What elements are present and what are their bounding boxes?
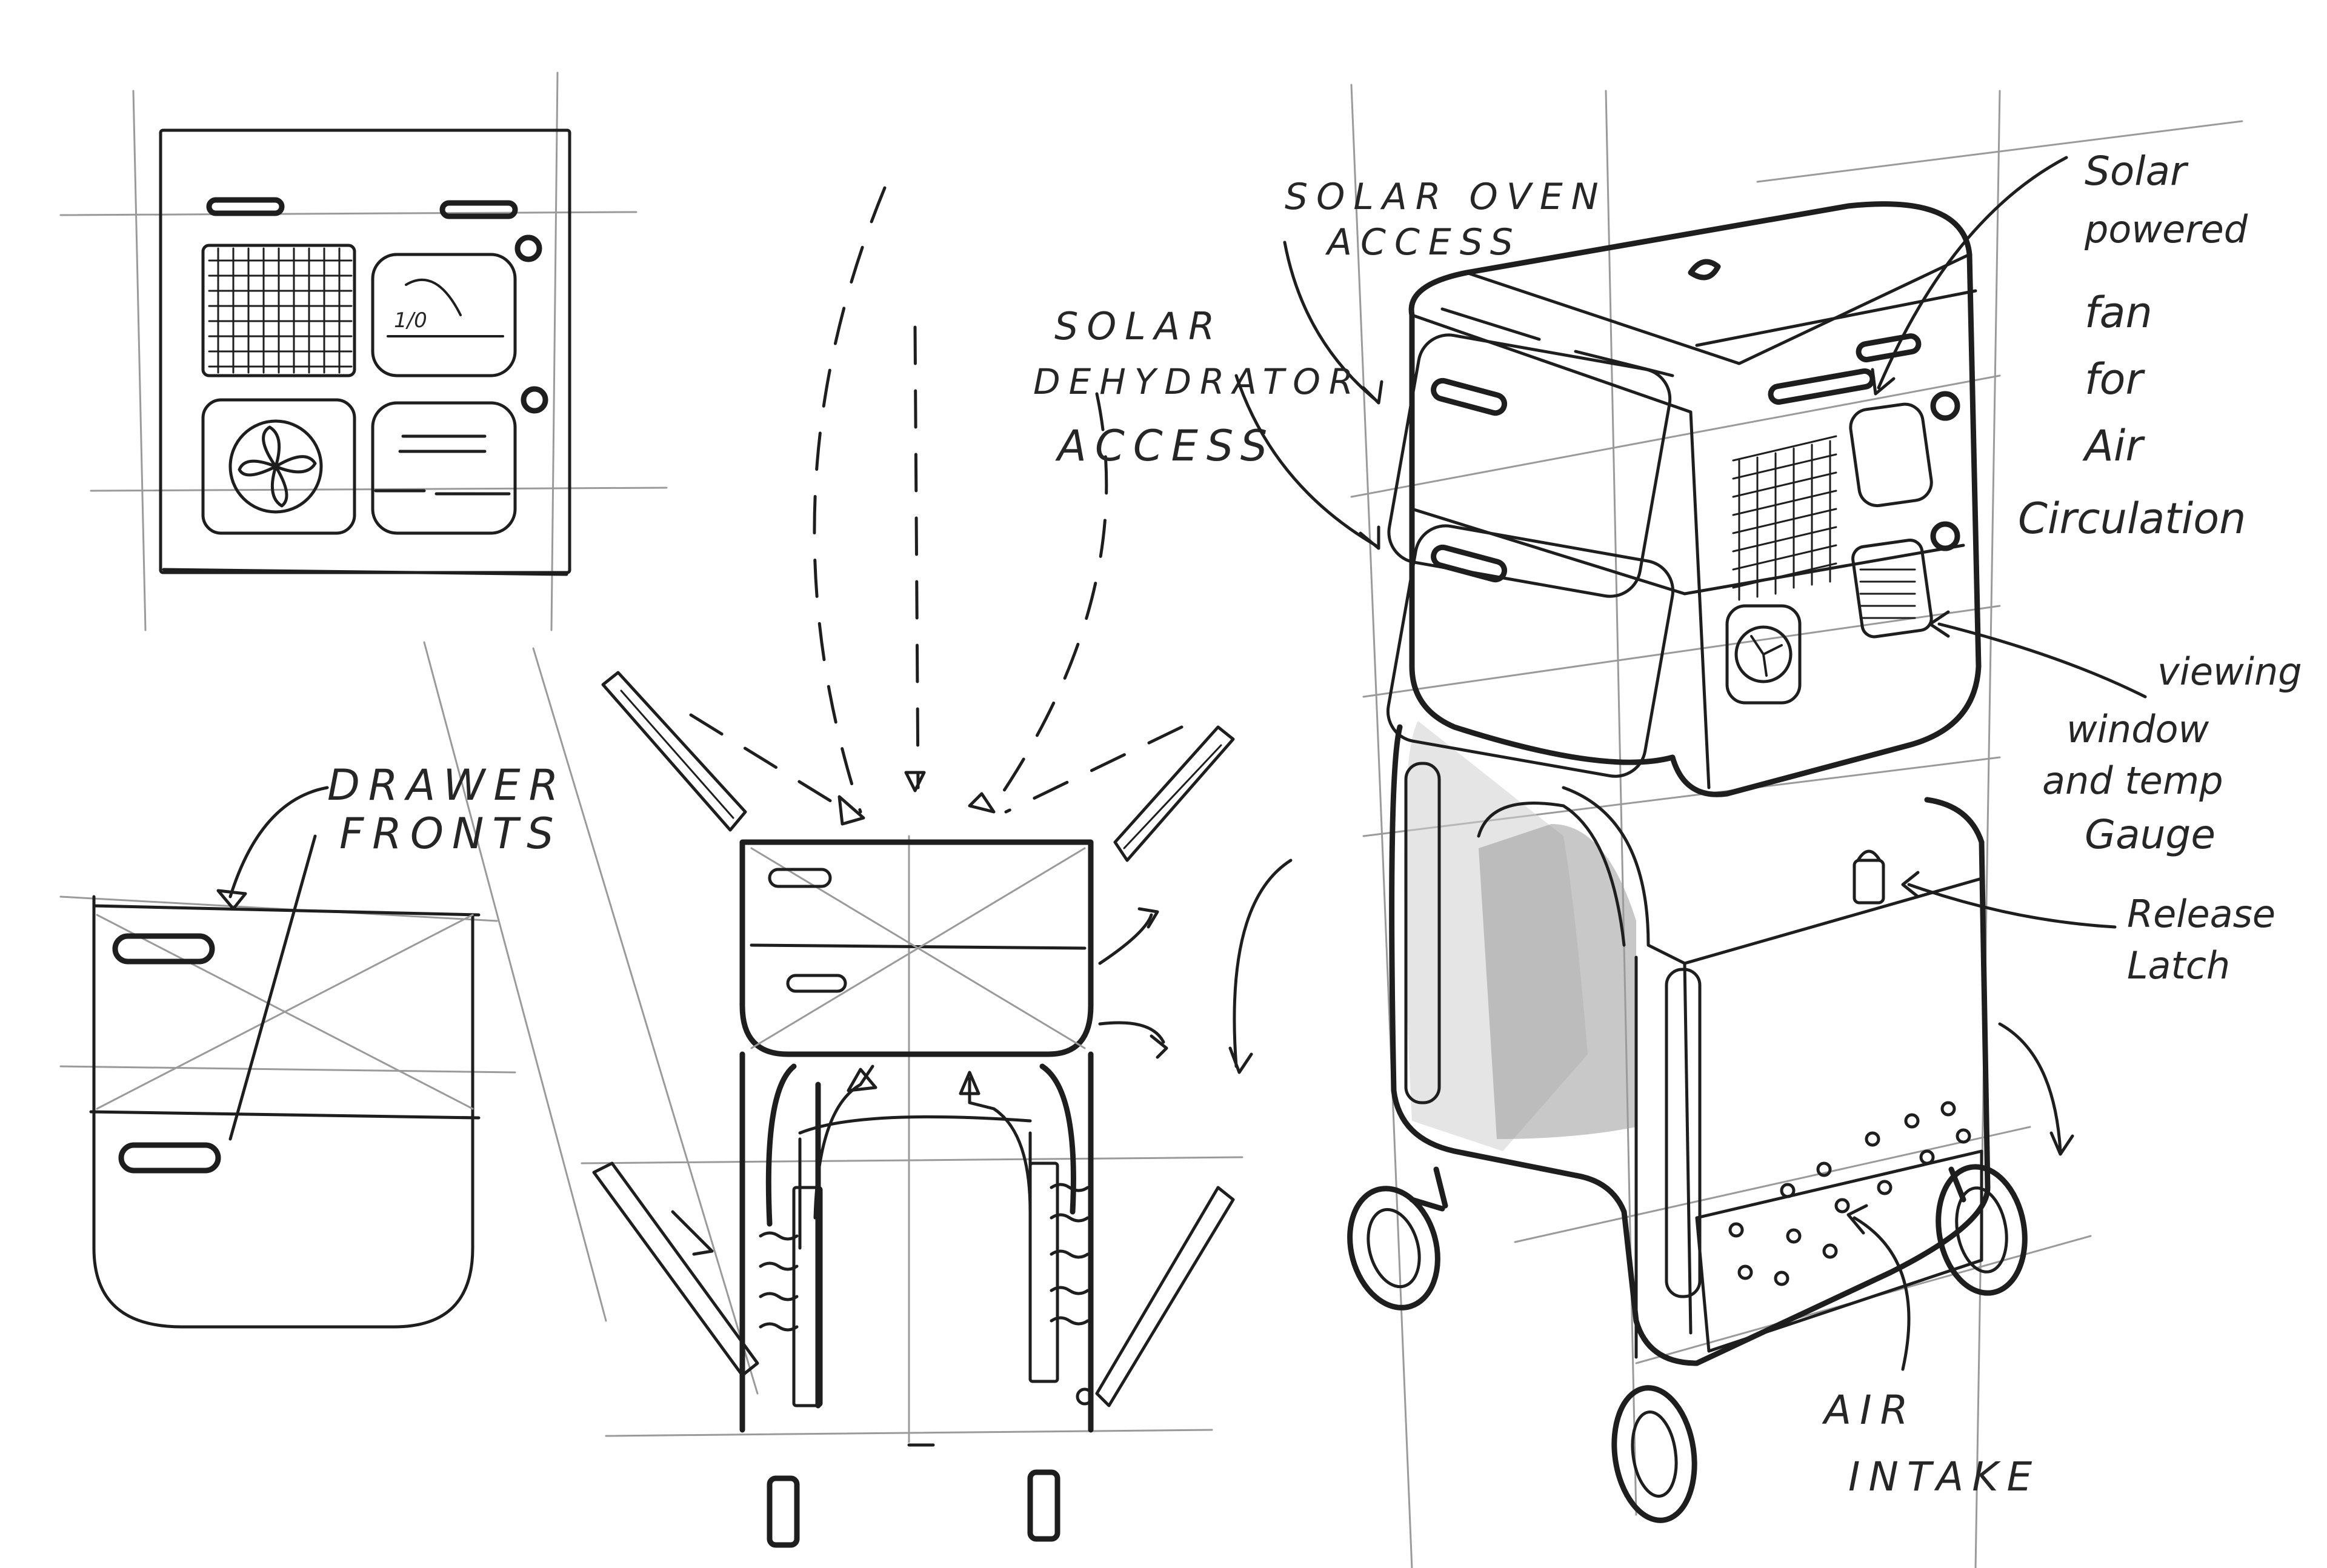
label-drawer-fronts-2: FRONTS: [339, 809, 562, 859]
side-handle: [1769, 370, 1874, 403]
drawer-fronts-view: DRAWER FRONTS: [91, 760, 567, 1327]
label-viewing-3: and temp: [2042, 759, 2223, 803]
drawer-handle-bottom: [121, 1145, 218, 1171]
label-viewing-4: Gauge: [2085, 811, 2215, 858]
label-solar-oven-1: SOLAR OVEN: [1285, 176, 1607, 218]
label-fan-1: Solar: [2085, 148, 2189, 194]
label-fan-5: Air: [2082, 421, 2145, 471]
fan-icon: [203, 400, 355, 533]
arch-shadow: [1479, 824, 1636, 1139]
wheel-icon: [1337, 1178, 1451, 1317]
latch-icon: [1854, 851, 1883, 903]
side-window: [1848, 402, 1934, 508]
label-drawer-fronts-1: DRAWER: [327, 760, 567, 810]
label-dehydrator-1: SOLAR: [1054, 304, 1223, 348]
knob-icon: [518, 238, 539, 259]
gauge-mark: 1/0: [394, 308, 427, 333]
dehydrator-mesh-window: [203, 245, 355, 376]
annotation-release-latch: Release Latch: [1903, 872, 2275, 988]
drawer-panel: [373, 403, 515, 533]
base-leg-front: [1666, 969, 1700, 1297]
knob-icon: [1933, 394, 1957, 418]
gauge-window: 1/0: [373, 254, 515, 376]
label-latch-2: Latch: [2127, 943, 2230, 988]
label-viewing-2: window: [2066, 707, 2209, 751]
front-panel-view: 1/0: [161, 130, 570, 574]
label-intake-1: AIR: [1822, 1387, 1916, 1433]
top-handle-left: [209, 200, 282, 213]
side-fan-icon: [1727, 606, 1800, 703]
wheel-icon: [1606, 1383, 1702, 1526]
knob-icon: [1933, 524, 1957, 548]
label-fan-3: fan: [2085, 288, 2152, 337]
perspective-unit: [1337, 204, 2072, 1526]
label-fan-2: powered: [2084, 207, 2248, 251]
label-fan-4: for: [2085, 354, 2145, 404]
label-viewing-1: viewing: [2157, 649, 2302, 694]
upper-drawer: [1384, 330, 1675, 601]
annotation-solar-dehydrator: SOLAR DEHYDRATOR ACCESS: [1033, 304, 1379, 548]
knob-icon: [524, 389, 545, 411]
label-solar-oven-2: ACCESS: [1325, 221, 1522, 264]
label-dehydrator-3: ACCESS: [1055, 421, 1276, 471]
side-mesh: [1733, 436, 1836, 600]
label-latch-1: Release: [2127, 892, 2275, 936]
label-intake-2: INTAKE: [1848, 1453, 2040, 1500]
top-handle-right: [442, 203, 515, 216]
label-dehydrator-2: DEHYDRATOR: [1033, 361, 1362, 402]
label-fan-6: Circulation: [2018, 494, 2246, 543]
annotation-viewing-window: viewing window and temp Gauge: [1930, 612, 2302, 858]
